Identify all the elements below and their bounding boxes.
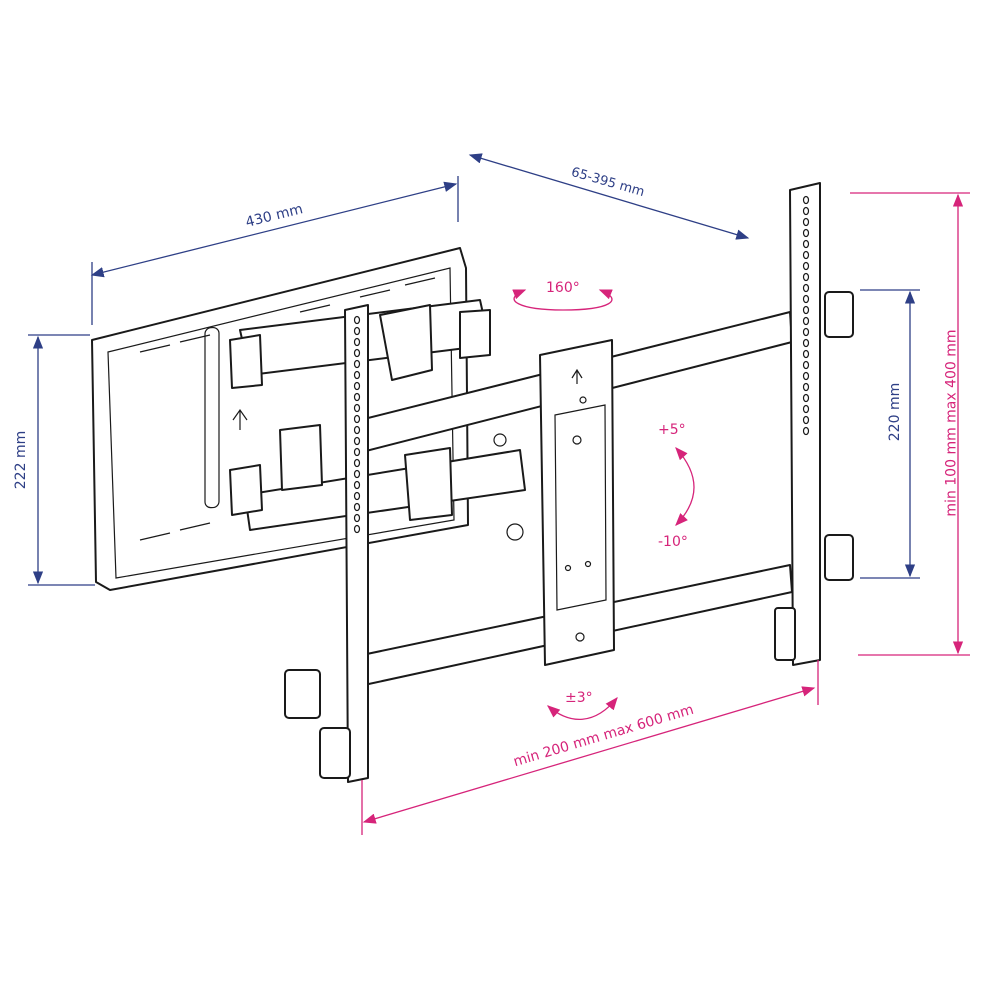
rail-hole (802, 294, 810, 304)
rotation-angle-label: ±3° (565, 690, 593, 706)
rail-hole (802, 327, 810, 337)
rail-hole (353, 447, 361, 457)
tilt-down-label: -10° (658, 534, 688, 550)
rail-hole (802, 228, 810, 238)
rail-hole (353, 469, 361, 479)
rail-hole (353, 458, 361, 468)
rail-hole (353, 337, 361, 347)
rail-hole (802, 371, 810, 381)
rail-hole (802, 382, 810, 392)
rail-hole (353, 370, 361, 380)
rail-hole (802, 415, 810, 425)
rail-hole (802, 261, 810, 271)
rail-hole (353, 502, 361, 512)
rotation-arc-icon (547, 696, 618, 720)
rail-hole (802, 250, 810, 260)
rail-hole (353, 315, 361, 325)
rail-hole (802, 217, 810, 227)
rail-hole (353, 491, 361, 501)
swivel-angle-label: 160° (546, 280, 580, 296)
rail-hole (802, 349, 810, 359)
rail-hole (353, 524, 361, 534)
rail-hole (802, 316, 810, 326)
up-arrow-icon (232, 408, 248, 430)
rail-hole (353, 392, 361, 402)
tv-bracket-right (774, 182, 854, 666)
rail-spacing-label: 220 mm (887, 382, 904, 442)
rail-hole (802, 393, 810, 403)
rail-hole (802, 283, 810, 293)
rail-hole (353, 480, 361, 490)
dimension-lines-navy (28, 153, 920, 586)
rail-hole (353, 425, 361, 435)
dimension-lines-magenta (361, 192, 970, 835)
rail-hole (353, 436, 361, 446)
rail-hole (802, 360, 810, 370)
rail-hole (802, 239, 810, 249)
rail-hole (353, 513, 361, 523)
up-arrow-icon (571, 368, 583, 384)
rail-hole (802, 404, 810, 414)
rail-hole (353, 348, 361, 358)
rail-hole (802, 195, 810, 205)
tilt-arc-icon (675, 447, 695, 526)
rail-hole (802, 338, 810, 348)
rail-hole (802, 426, 810, 436)
tilt-up-label: +5° (658, 422, 686, 438)
rail-hole (353, 359, 361, 369)
rail-hole (353, 326, 361, 336)
rail-hole (353, 414, 361, 424)
rail-hole (353, 403, 361, 413)
rail-hole (802, 272, 810, 282)
swing-arms (229, 299, 526, 541)
rail-hole (802, 305, 810, 315)
wall-plate-height-label: 222 mm (13, 430, 30, 490)
arm-center-plate (539, 339, 615, 666)
rail-hole (802, 206, 810, 216)
rail-hole (353, 381, 361, 391)
swivel-arc-icon (512, 289, 613, 311)
vesa-vertical-label: min 100 mm max 400 mm (943, 329, 960, 517)
